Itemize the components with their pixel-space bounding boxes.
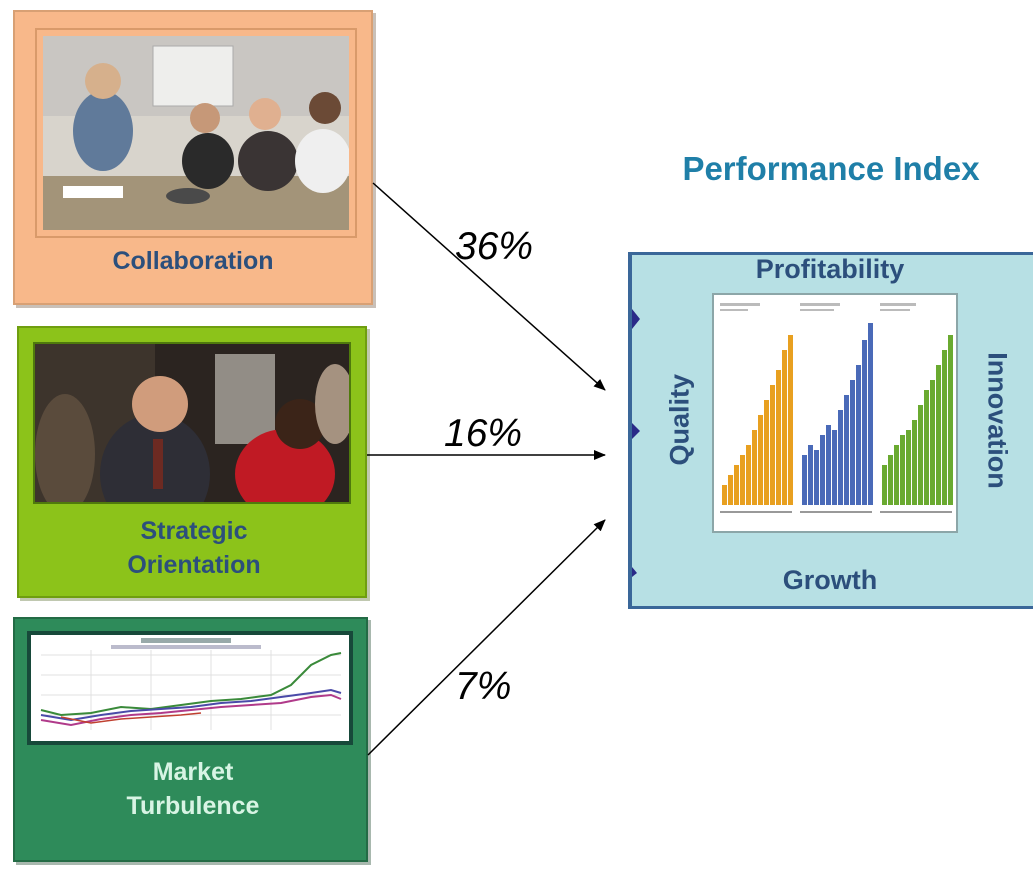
collaboration-weight: 36% <box>455 225 534 268</box>
meeting-photo <box>35 28 357 238</box>
arrow-collaboration <box>372 182 606 391</box>
strategic-orientation-label: Strategic Orientation <box>127 517 261 579</box>
business-people-photo <box>33 342 351 504</box>
innovation-label: Innovation <box>982 352 1013 489</box>
left-edge-markers <box>632 309 640 577</box>
quality-label: Quality <box>664 373 695 466</box>
market-chart-image <box>27 631 353 745</box>
performance-index-box: Profitability Growth Quality Innovation <box>628 252 1033 609</box>
strategic-orientation-weight: 16% <box>444 412 523 455</box>
performance-index-title: Performance Index <box>682 150 980 187</box>
collaboration-label: Collaboration <box>112 247 274 275</box>
arrow-market-turbulence <box>367 519 606 756</box>
collaboration-block: Collaboration <box>13 10 373 305</box>
market-turbulence-weight: 7% <box>455 665 512 708</box>
market-turbulence-label: Market Turbulence <box>126 758 260 820</box>
market-turbulence-block: Market Turbulence <box>13 617 368 862</box>
growth-label: Growth <box>782 565 878 595</box>
strategic-orientation-block: Strategic Orientation <box>17 326 367 598</box>
growth-charts-image <box>712 293 958 533</box>
profitability-label: Profitability <box>755 254 905 284</box>
